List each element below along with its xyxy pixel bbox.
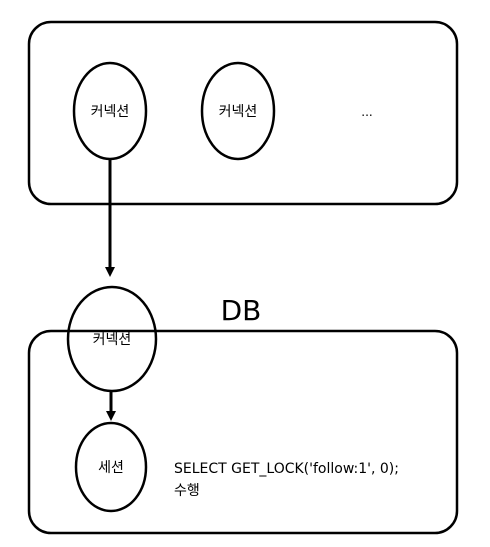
connection-pool-box [27,20,459,206]
pool-connection-label-1: 커넥션 [91,104,130,120]
pool-more-ellipsis: ... [361,105,372,119]
session-label: 세션 [98,460,124,476]
query-text: SELECT GET_LOCK('follow:1', 0); [174,461,399,477]
db-title: DB [221,294,262,327]
query-action-text: 수행 [174,483,200,499]
db-box [27,329,459,535]
db-connection-label: 커넥션 [93,332,132,348]
pool-connection-label-2: 커넥션 [219,104,258,120]
pool-connection-node-2 [200,61,276,161]
session-node [74,421,148,513]
